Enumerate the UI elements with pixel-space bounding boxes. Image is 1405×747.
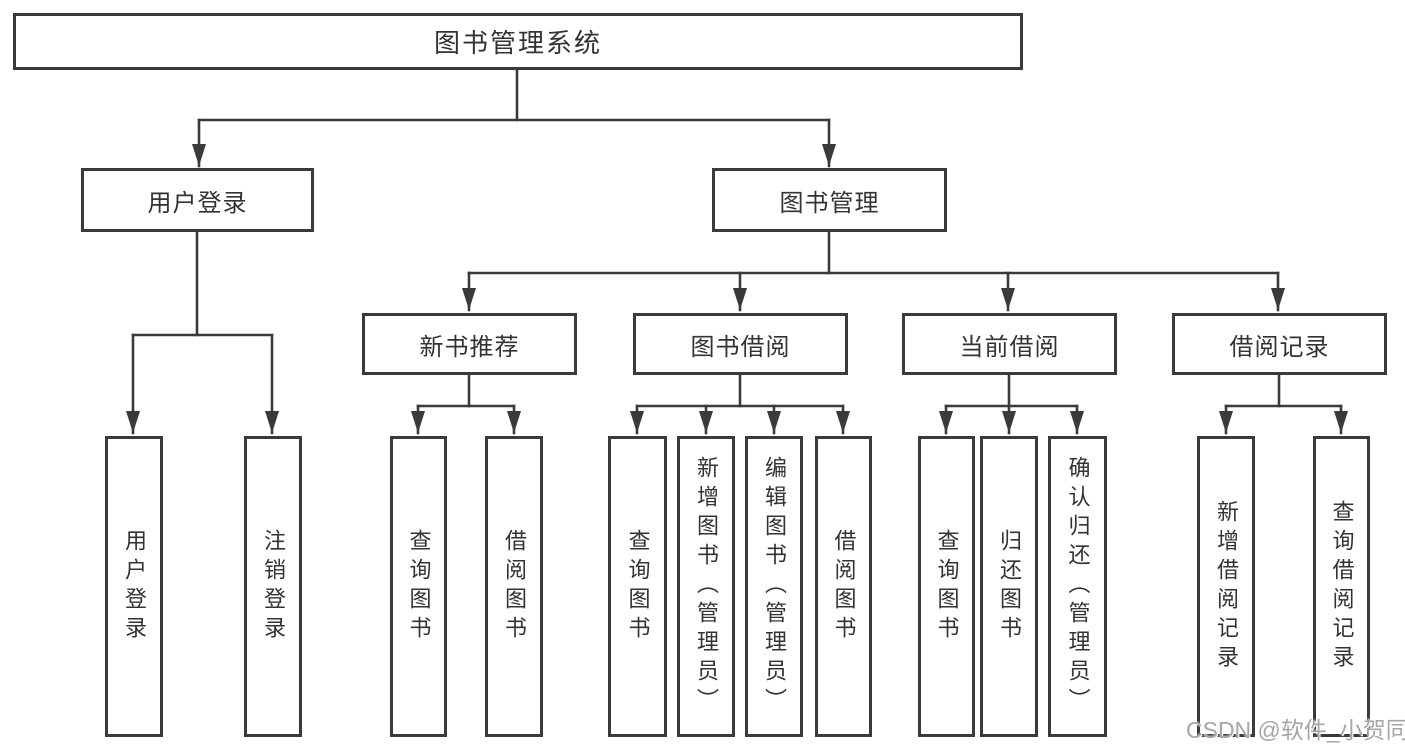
leaf-label: 查询图书	[625, 528, 651, 645]
leaf-add-books-admin: 新增图书（管理员）	[677, 436, 735, 737]
leaf-label: 归还图书	[997, 528, 1022, 645]
connector-book-management-to-level3	[462, 230, 1285, 312]
leaf-label: 新增图书（管理员）	[694, 456, 719, 717]
leaf-label: 借阅图书	[831, 528, 857, 645]
connector-new-book-to-leaves	[411, 373, 521, 435]
connector-root-to-level2	[192, 68, 836, 168]
leaf-label: 确认归还（管理员）	[1065, 456, 1091, 717]
leaf-label: 查询图书	[406, 528, 432, 645]
watermark: CSDN @软件_小贺同学	[1186, 717, 1405, 743]
leaf-label: 编辑图书（管理员）	[762, 456, 787, 717]
node-current-borrowing: 当前借阅	[902, 313, 1117, 375]
node-user-login: 用户登录	[81, 168, 314, 232]
leaf-label: 用户登录	[122, 528, 147, 645]
leaf-label: 新增借阅记录	[1214, 499, 1239, 674]
leaf-confirm-return-admin: 确认归还（管理员）	[1048, 436, 1107, 737]
leaf-label: 借阅图书	[502, 528, 527, 645]
leaf-query-books-recommend: 查询图书	[390, 436, 447, 737]
leaf-return-books: 归还图书	[980, 436, 1038, 737]
node-book-management: 图书管理	[712, 168, 947, 232]
leaf-label: 查询借阅记录	[1329, 499, 1355, 674]
node-library-management-system: 图书管理系统	[13, 13, 1023, 70]
connector-user-login-to-leaves	[126, 230, 279, 435]
leaf-label: 注销登录	[261, 528, 286, 645]
node-new-book-recommendation: 新书推荐	[362, 313, 577, 375]
leaf-query-books-current: 查询图书	[918, 436, 975, 737]
connector-borrow-records-to-leaves	[1219, 373, 1348, 435]
leaf-label: 查询图书	[934, 528, 960, 645]
leaf-query-borrow-record: 查询借阅记录	[1313, 436, 1370, 737]
leaf-user-login: 用户登录	[105, 436, 163, 737]
node-book-borrowing: 图书借阅	[633, 313, 848, 375]
leaf-add-borrow-record: 新增借阅记录	[1197, 436, 1255, 737]
node-borrowing-records: 借阅记录	[1172, 313, 1387, 375]
leaf-borrow-books-recommend: 借阅图书	[485, 436, 543, 737]
leaf-logout: 注销登录	[244, 436, 302, 737]
leaf-query-books-borrow: 查询图书	[608, 436, 667, 737]
connector-book-borrow-to-leaves	[630, 373, 850, 435]
leaf-borrow-books: 借阅图书	[815, 436, 872, 737]
connector-current-borrow-to-leaves	[939, 373, 1084, 435]
leaf-edit-books-admin: 编辑图书（管理员）	[745, 436, 803, 737]
